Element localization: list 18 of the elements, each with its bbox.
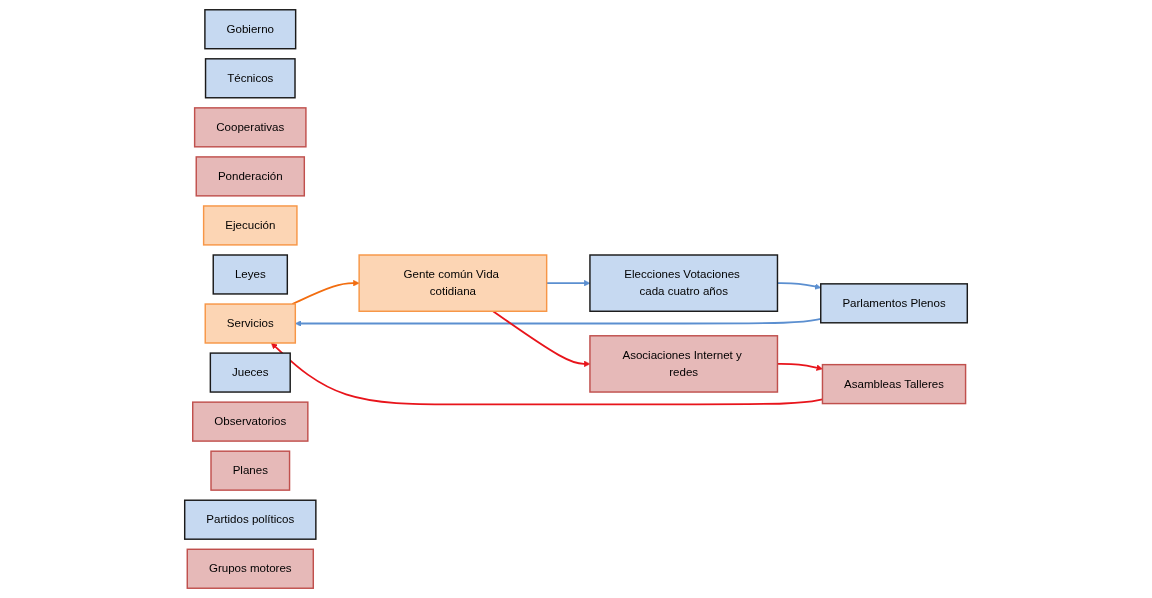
node-box: Ponderación — [195, 156, 306, 197]
node-box: Jueces — [209, 352, 291, 393]
node-box: Partidos políticos — [184, 499, 317, 540]
node-box: Parlamentos Plenos — [820, 283, 968, 324]
node-box: Ejecución — [202, 205, 298, 246]
node-box: Elecciones Votaciones cada cuatro años — [589, 254, 779, 312]
node-box: Leyes — [212, 254, 289, 295]
node-box: Observatorios — [192, 401, 309, 442]
node-box: Planes — [210, 450, 291, 491]
node-box: Cooperativas — [193, 107, 307, 148]
node-box: Gente común Vida cotidiana — [358, 254, 548, 312]
node-box: Gobierno — [204, 9, 297, 50]
node-box: Asociaciones Internet y redes — [589, 335, 779, 393]
arrow — [291, 279, 360, 305]
node-box: Grupos motores — [186, 548, 314, 589]
node-box: Servicios — [204, 303, 297, 344]
node-box: Técnicos — [204, 58, 296, 99]
node-box: Asambleas Talleres — [821, 363, 967, 405]
